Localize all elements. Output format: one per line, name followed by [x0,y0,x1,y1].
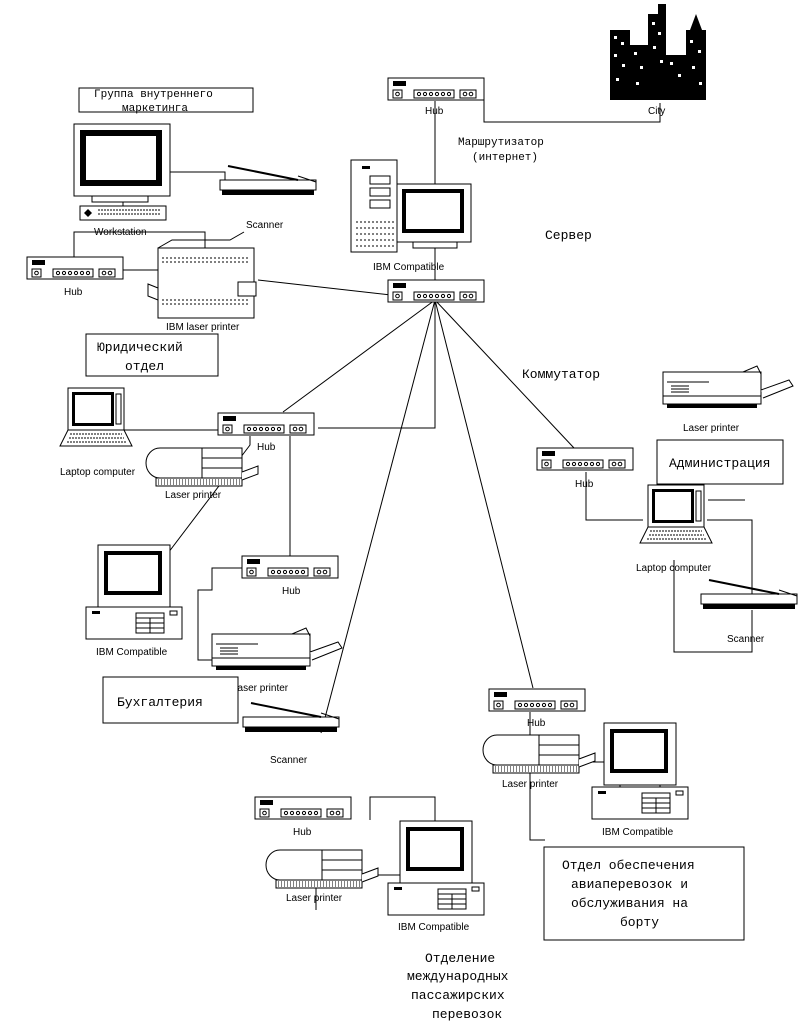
department-marketing: Группа внутреннего маркетинга [78,87,254,115]
legal-laser-printer-label: Laser printer [165,490,222,501]
aviation-title-line1: Отдел обеспечения [562,858,695,873]
department-administration: Администрация [656,439,784,485]
legal-hub-label: Hub [257,442,276,453]
admin-scanner-label: Scanner [727,634,765,645]
accounting-laser-printer: Laser printer [211,627,343,694]
accounting-hub-label: Hub [282,586,301,597]
marketing-title-line2: маркетинга [122,103,188,115]
accounting-title: Бухгалтерия [117,695,203,710]
connection-lines [73,89,753,910]
aviation-laser-printer: Laser printer [482,734,596,790]
department-aviation: Отдел обеспечения авиаперевозок и обслуж… [543,846,745,941]
city-skyline-icon: City [610,4,706,117]
accounting-hub: Hub [241,555,339,597]
marketing-title-line1: Группа внутреннего [94,89,213,101]
accounting-laser-printer-label: Laser printer [232,683,289,694]
intl-computer: IBM Compatible [387,820,485,933]
ibm-laser-printer-label: IBM laser printer [166,322,240,333]
intl-laser-printer-label: Laser printer [286,893,343,904]
aviation-computer: IBM Compatible [591,722,689,838]
department-legal: Юридический отдел [85,333,219,377]
admin-laptop: Laptop computer [636,484,713,574]
router-hub-label: Hub [425,106,444,117]
administration-title: Администрация [669,456,770,471]
legal-laser-printer: Laser printer [145,447,259,501]
workstation-label: Workstation [94,227,147,238]
marketing-hub: Hub [26,256,124,298]
aviation-hub: Hub [488,688,586,729]
router-annotation-line2: (интернет) [472,152,538,164]
central-switch [387,279,485,303]
intl-hub-label: Hub [293,827,312,838]
accounting-scanner: Scanner [242,702,340,766]
aviation-title-line4: борту [620,915,659,930]
legal-laptop: Laptop computer [59,387,136,478]
aviation-computer-label: IBM Compatible [602,827,674,838]
legal-hub: Hub [217,412,315,453]
accounting-computer-label: IBM Compatible [96,647,168,658]
department-accounting: Бухгалтерия [102,676,239,724]
intl-title-line4: перевозок [432,1007,502,1022]
router-hub: Hub [387,77,485,117]
admin-laptop-label: Laptop computer [636,563,712,574]
legal-laptop-label: Laptop computer [60,467,136,478]
ibm-laser-printer: IBM laser printer [147,231,257,333]
marketing-hub-label: Hub [64,287,83,298]
aviation-title-line2: авиаперевозок и [571,877,688,892]
router-annotation-line1: Маршрутизатор [458,137,544,149]
admin-laser-printer: Laser printer [662,365,794,434]
intl-title-line2: международных [407,969,509,984]
admin-laser-printer-label: Laser printer [683,423,740,434]
legal-title-line2: отдел [125,359,164,374]
accounting-scanner-label: Scanner [270,755,308,766]
aviation-hub-label: Hub [527,718,546,729]
admin-scanner: Scanner [700,579,798,645]
legal-title-line1: Юридический [97,340,183,355]
intl-hub: Hub [254,796,352,838]
department-international: Отделение международных пассажирских пер… [407,951,509,1022]
aviation-laser-printer-label: Laser printer [502,779,559,790]
marketing-scanner: Scanner [219,165,317,231]
admin-hub-label: Hub [575,479,594,490]
server-computer: IBM Compatible [350,159,472,273]
switch-annotation: Коммутатор [522,367,600,382]
workstation: Workstation [73,123,171,238]
server-label: IBM Compatible [373,262,445,273]
city-label: City [648,106,665,117]
accounting-computer: IBM Compatible [85,544,183,658]
admin-hub: Hub [536,447,634,490]
marketing-scanner-label: Scanner [246,220,284,231]
intl-computer-label: IBM Compatible [398,922,470,933]
aviation-title-line3: обслуживания на [571,896,688,911]
intl-title-line1: Отделение [425,951,495,966]
intl-title-line3: пассажирских [411,988,505,1003]
server-annotation: Сервер [545,228,592,243]
intl-laser-printer: Laser printer [265,849,379,904]
